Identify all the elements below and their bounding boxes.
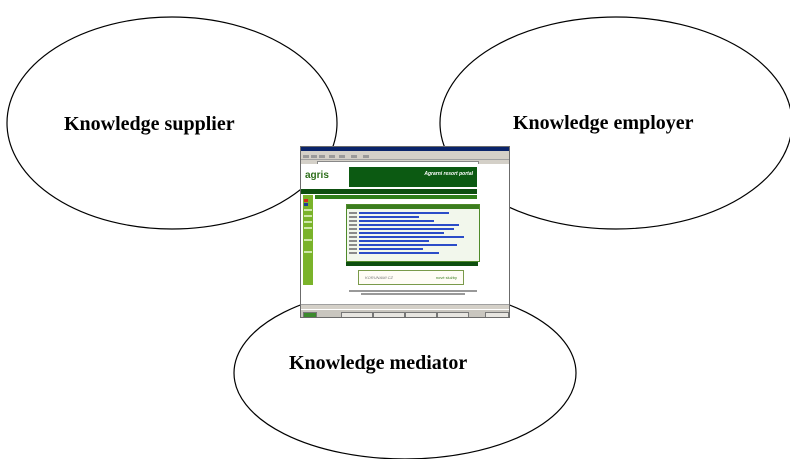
ellipse-knowledge-employer: [439, 16, 790, 230]
windows-taskbar: [301, 309, 509, 317]
advert-text: KORUNAMI CZ: [365, 275, 393, 280]
list-item: [349, 232, 471, 234]
footer-line: [349, 290, 477, 292]
web-page: agris Agrarni resort portal KO: [301, 164, 509, 304]
news-header: [347, 205, 479, 209]
nav-bar: [301, 189, 477, 194]
advert-link: nové služby: [435, 275, 457, 280]
browser-status-bar: [301, 304, 509, 310]
list-item: [349, 220, 471, 222]
list-item: [349, 252, 471, 254]
knowledge-employer-label: Knowledge employer: [513, 112, 694, 134]
list-item: [349, 240, 471, 242]
list-item: [349, 216, 471, 218]
list-item: [349, 228, 471, 230]
sub-nav-bar: [315, 195, 477, 199]
knowledge-supplier-label: Knowledge supplier: [64, 113, 235, 135]
ellipse-knowledge-supplier: [6, 16, 338, 230]
browser-title-bar: [301, 147, 509, 151]
portal-banner: Agrarni resort portal: [349, 167, 477, 187]
agris-logo: agris: [305, 170, 329, 181]
footer-line: [361, 293, 465, 295]
list-item: [349, 212, 471, 214]
banner-title: Agrarni resort portal: [424, 171, 473, 177]
advert-banner: KORUNAMI CZ nové služby: [358, 270, 464, 285]
knowledge-mediator-label: Knowledge mediator: [289, 352, 468, 374]
list-item: [349, 236, 471, 238]
news-box: [346, 204, 480, 262]
browser-toolbar: [301, 154, 509, 160]
browser-menu-bar: [301, 151, 509, 154]
language-flags: [304, 199, 312, 207]
list-item: [349, 224, 471, 226]
bottom-nav-bar: [346, 262, 478, 266]
list-item: [349, 248, 471, 250]
list-item: [349, 244, 471, 246]
agris-portal-screenshot: agris Agrarni resort portal KO: [300, 146, 510, 318]
left-sidebar: [303, 195, 313, 285]
